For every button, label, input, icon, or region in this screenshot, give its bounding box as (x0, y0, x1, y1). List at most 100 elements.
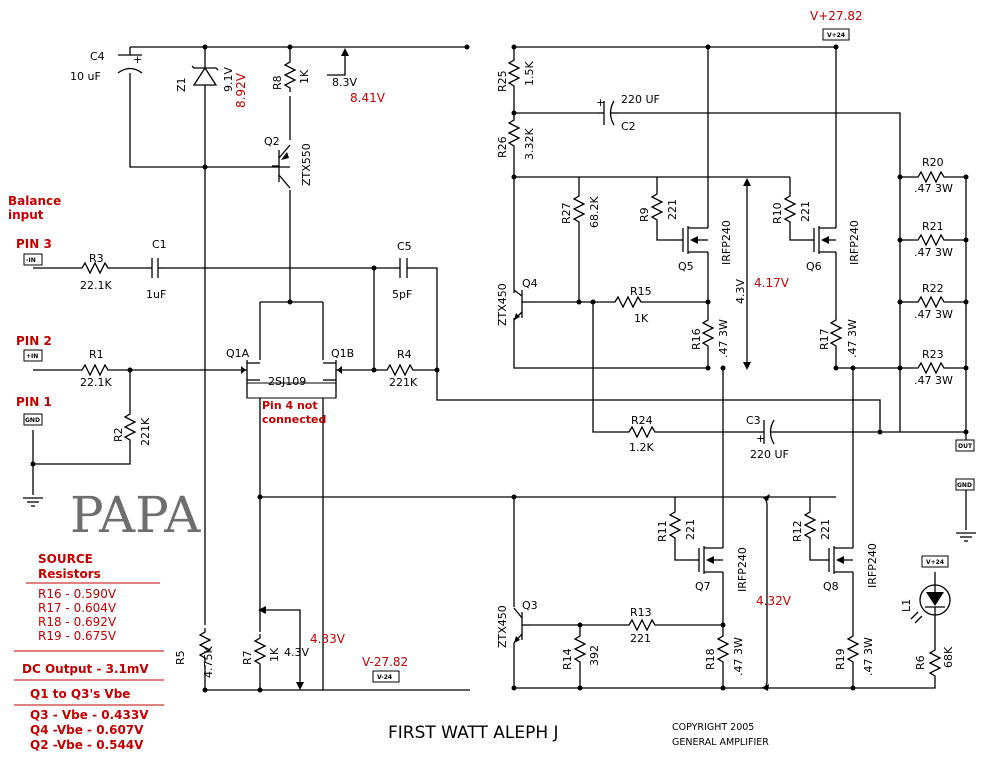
svg-text:R6: R6 (914, 655, 927, 670)
svg-text:R17 - 0.604V: R17 - 0.604V (38, 601, 117, 615)
svg-text:4.33V: 4.33V (310, 632, 346, 646)
svg-text:IRFP240: IRFP240 (736, 547, 749, 592)
resistor-r17 (830, 315, 842, 351)
in-plus-tag: +IN (23, 349, 43, 362)
svg-text:R2: R2 (112, 427, 125, 442)
transistor-q3 (513, 607, 530, 644)
svg-text:Q7: Q7 (695, 580, 711, 593)
voltage-arrows (258, 48, 770, 691)
svg-text:R14: R14 (561, 648, 574, 670)
svg-text:221: 221 (819, 519, 832, 540)
jfet-q1 (240, 360, 342, 399)
svg-text:+: + (596, 96, 605, 109)
svg-text:V+24: V+24 (827, 32, 845, 39)
svg-text:8.3V: 8.3V (332, 76, 357, 89)
svg-text:1K: 1K (634, 312, 649, 325)
svg-text:V-27.82: V-27.82 (362, 655, 408, 669)
svg-text:R5: R5 (174, 650, 187, 665)
svg-text:R8: R8 (271, 75, 284, 90)
zener-z1 (191, 60, 219, 92)
svg-text:Resistors: Resistors (38, 567, 101, 581)
svg-text:Q5: Q5 (678, 260, 694, 273)
svg-text:R27: R27 (560, 202, 573, 224)
svg-text:4.3V: 4.3V (734, 279, 747, 304)
svg-text:Q4: Q4 (522, 277, 538, 290)
mosfet-q6 (808, 218, 837, 255)
svg-text:PIN 1: PIN 1 (16, 395, 52, 409)
svg-text:R13: R13 (630, 606, 652, 619)
resistor-r22 (913, 296, 949, 308)
measurement-panel: SOURCE Resistors R16 - 0.590V R17 - 0.60… (14, 552, 164, 752)
svg-text:DC Output - 3.1mV: DC Output - 3.1mV (22, 662, 149, 676)
svg-text:Balance: Balance (8, 194, 61, 208)
svg-text:-IN: -IN (26, 257, 36, 264)
svg-text:L1: L1 (900, 599, 913, 612)
svg-text:22.1K: 22.1K (80, 279, 112, 292)
svg-text:1uF: 1uF (146, 288, 166, 301)
in-minus-tag: -IN (23, 253, 43, 266)
svg-text:PIN 3: PIN 3 (16, 237, 52, 251)
svg-text:R24: R24 (631, 414, 653, 427)
resistor-r16 (702, 315, 714, 351)
svg-text:R18: R18 (704, 648, 717, 670)
svg-text:C3: C3 (746, 414, 761, 427)
mosfet-q8 (823, 545, 854, 580)
svg-text:10 uF: 10 uF (70, 70, 101, 83)
resistor-r13 (624, 619, 660, 631)
svg-text:Q3 - Vbe - 0.433V: Q3 - Vbe - 0.433V (30, 708, 149, 722)
svg-text:.47 3W: .47 3W (914, 308, 953, 321)
capacitor-c5 (394, 258, 414, 278)
svg-text:R16 - 0.590V: R16 - 0.590V (38, 587, 117, 601)
svg-text:C2: C2 (621, 120, 636, 133)
svg-text:Z1: Z1 (175, 77, 188, 92)
resistor-r15 (610, 296, 646, 308)
out-gnd-tag: GND (955, 478, 975, 491)
resistor-r18 (717, 631, 729, 667)
capacitor-c3: + (756, 419, 778, 445)
svg-text:R17: R17 (818, 328, 831, 350)
svg-text:1.5K: 1.5K (523, 61, 536, 86)
svg-text:8.92V: 8.92V (234, 72, 248, 108)
svg-text:.47 3W: .47 3W (717, 319, 730, 358)
out-tag: OUT (955, 439, 975, 452)
svg-text:OUT: OUT (958, 443, 973, 450)
svg-text:220 UF: 220 UF (750, 448, 789, 461)
svg-text:IRFP240: IRFP240 (848, 220, 861, 265)
svg-text:ZTX550: ZTX550 (300, 143, 313, 186)
in-gnd-tag: GND (23, 413, 43, 426)
svg-text:221: 221 (684, 519, 697, 540)
svg-text:SOURCE: SOURCE (38, 552, 93, 566)
svg-text:1.2K: 1.2K (629, 441, 654, 454)
semiconductors (191, 60, 951, 644)
svg-text:R7: R7 (241, 650, 254, 665)
svg-text:V+24: V+24 (926, 559, 944, 566)
svg-text:221: 221 (630, 632, 651, 645)
svg-text:Q1A: Q1A (226, 347, 250, 360)
svg-text:2SJ109: 2SJ109 (268, 375, 306, 388)
svg-text:220 UF: 220 UF (621, 93, 660, 106)
svg-text:R10: R10 (771, 202, 784, 224)
svg-text:R25: R25 (496, 70, 509, 92)
svg-text:22.1K: 22.1K (80, 376, 112, 389)
svg-text:connected: connected (262, 413, 326, 426)
svg-text:Q2: Q2 (264, 135, 280, 148)
component-labels: C4 10 uF Z1 9.1V R8 1K Q2 ZTX550 R3 22.1… (70, 50, 955, 678)
svg-text:R3: R3 (89, 252, 104, 265)
svg-text:C5: C5 (397, 240, 412, 253)
svg-text:1K: 1K (298, 69, 311, 84)
svg-text:IRFP240: IRFP240 (866, 543, 879, 588)
svg-text:R1: R1 (89, 348, 104, 361)
resistor-r1 (77, 364, 113, 376)
svg-text:Q2 -Vbe - 0.544V: Q2 -Vbe - 0.544V (30, 738, 144, 752)
svg-text:8.41V: 8.41V (350, 91, 386, 105)
svg-text:221K: 221K (139, 417, 152, 446)
svg-text:R22: R22 (922, 282, 944, 295)
resistor-r26 (508, 115, 520, 151)
papa-logo: PAPA (70, 486, 201, 544)
svg-text:R26: R26 (496, 136, 509, 158)
svg-text:ZTX450: ZTX450 (496, 605, 509, 648)
vminus-tag: V-24 (372, 670, 400, 683)
led-l1 (910, 584, 951, 624)
mosfet-q5 (677, 218, 709, 255)
